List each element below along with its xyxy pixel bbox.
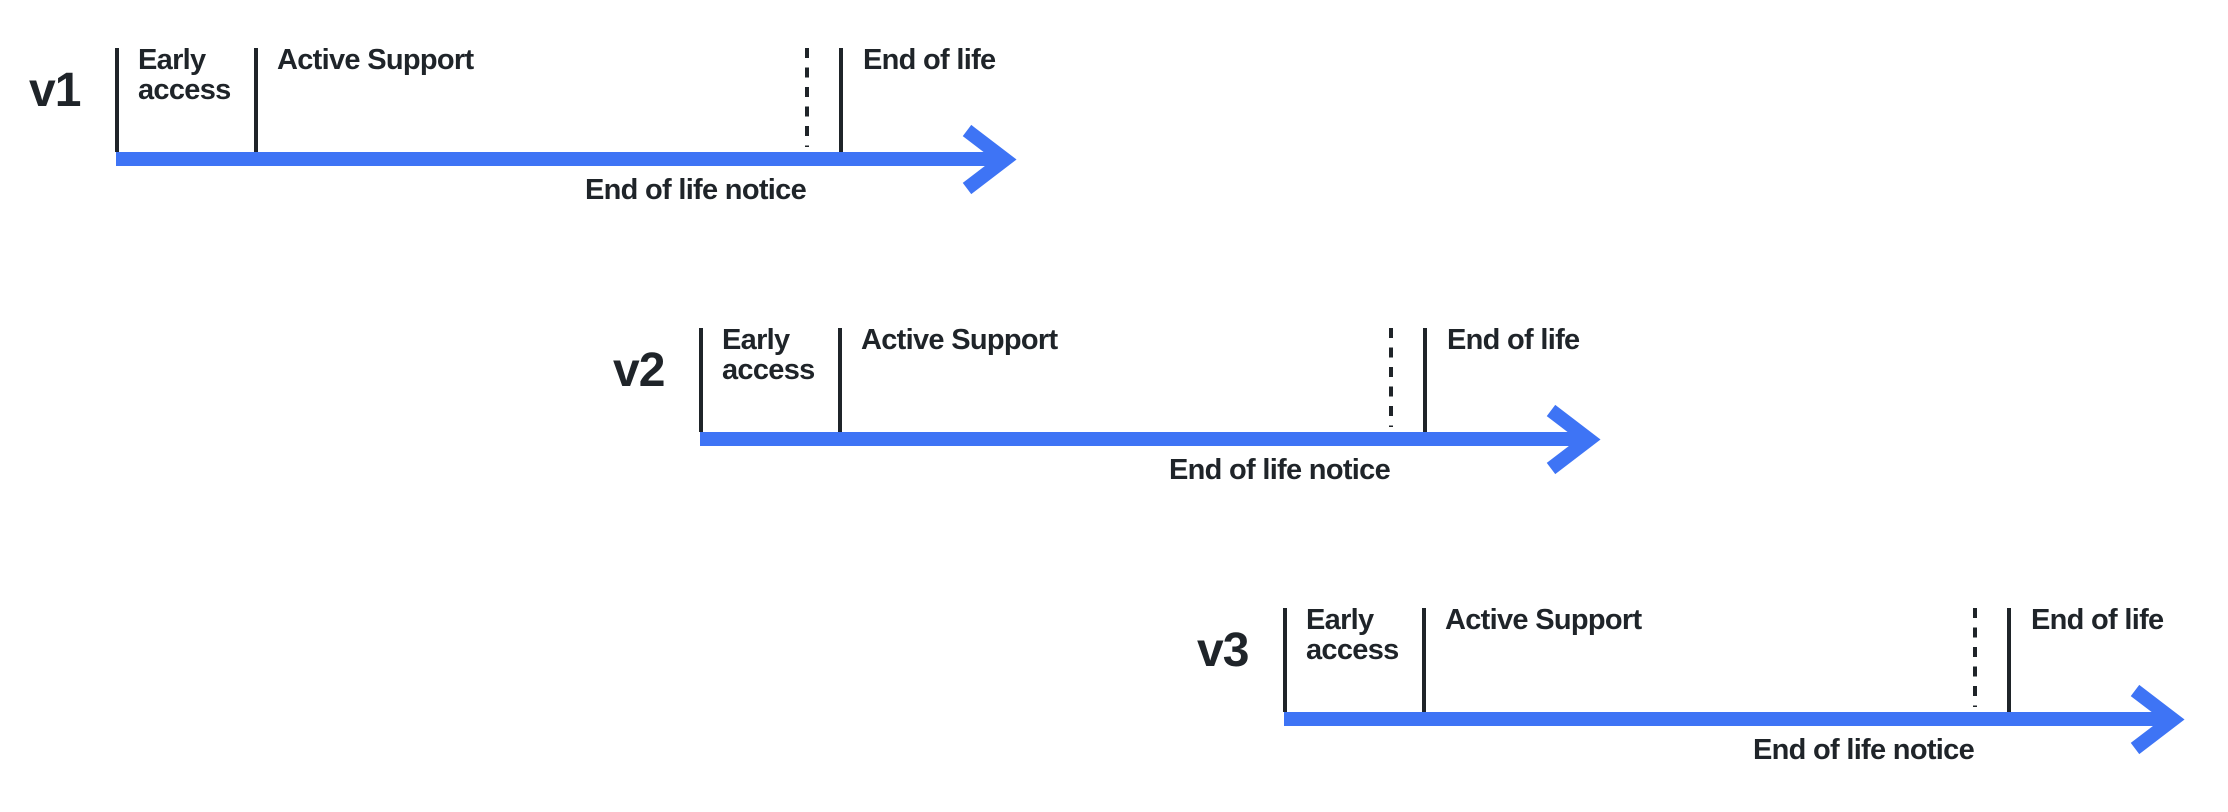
early-access-start-tick <box>1283 608 1287 712</box>
end-of-life-label: End of life <box>1447 324 1580 356</box>
end-of-life-notice-label: End of life notice <box>1752 734 1975 766</box>
early-access-label: Early access <box>1306 604 1399 666</box>
timeline-arrow-band <box>1284 712 2170 726</box>
end-of-life-tick <box>839 48 843 152</box>
active-support-label: Active Support <box>1445 604 1642 636</box>
early-access-start-tick <box>115 48 119 152</box>
end-of-life-notice-dashed-line <box>1973 608 1977 707</box>
version-label: v1 <box>29 64 81 117</box>
early-access-start-tick <box>699 328 703 432</box>
active-support-label: Active Support <box>277 44 474 76</box>
arrowhead-icon <box>1546 404 1601 475</box>
end-of-life-label: End of life <box>2031 604 2164 636</box>
timeline-v2: v2 Early access Active Support End of li… <box>584 280 1614 495</box>
timeline-v3: v3 Early access Active Support End of li… <box>1168 560 2198 775</box>
version-label: v3 <box>1197 624 1249 677</box>
end-of-life-label: End of life <box>863 44 996 76</box>
end-of-life-tick <box>2007 608 2011 712</box>
timeline-v1: v1 Early access Active Support End of li… <box>0 0 1030 215</box>
arrowhead-icon <box>2130 684 2185 755</box>
active-support-start-tick <box>838 328 842 432</box>
active-support-label: Active Support <box>861 324 1058 356</box>
timeline-arrow-band <box>116 152 1002 166</box>
early-access-label: Early access <box>722 324 815 386</box>
active-support-start-tick <box>1422 608 1426 712</box>
end-of-life-notice-label: End of life notice <box>584 174 807 206</box>
end-of-life-notice-dashed-line <box>805 48 809 147</box>
end-of-life-tick <box>1423 328 1427 432</box>
end-of-life-notice-dashed-line <box>1389 328 1393 427</box>
early-access-label: Early access <box>138 44 231 106</box>
active-support-start-tick <box>254 48 258 152</box>
version-label: v2 <box>613 344 665 397</box>
end-of-life-notice-label: End of life notice <box>1168 454 1391 486</box>
timeline-arrow-band <box>700 432 1586 446</box>
arrowhead-icon <box>962 124 1017 195</box>
